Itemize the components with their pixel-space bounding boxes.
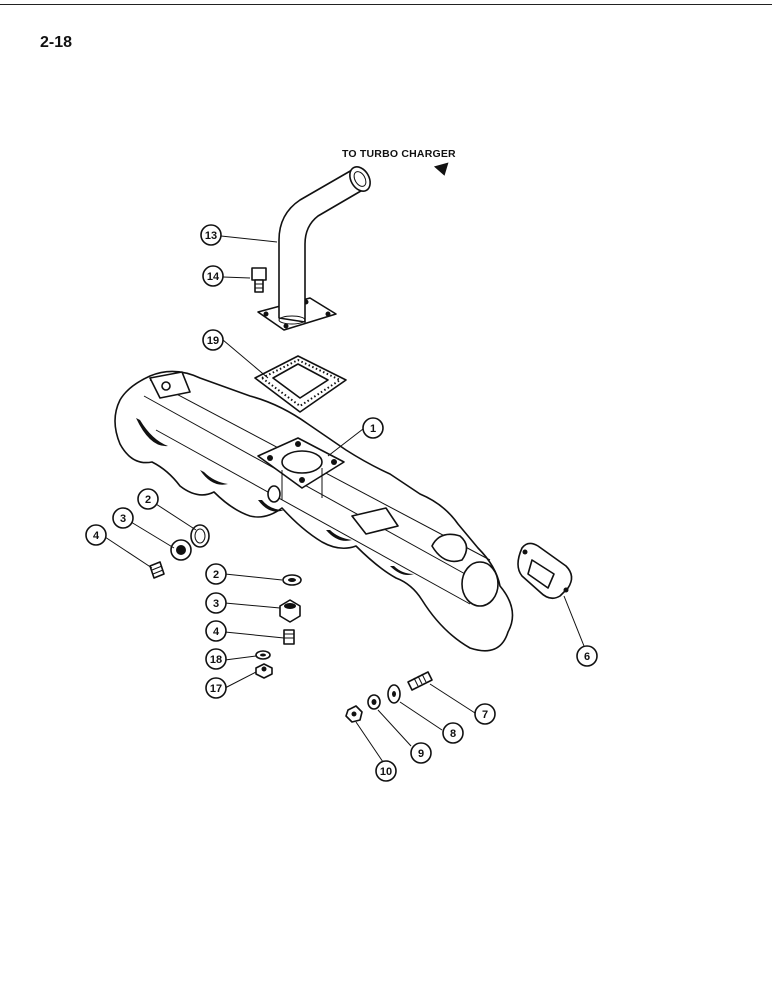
callout-10: 10 [375,760,397,782]
page-number: 2-18 [40,34,73,51]
callout-2-upper: 2 [137,488,159,510]
svg-text:9: 9 [418,748,424,760]
svg-text:14: 14 [207,271,220,283]
hex-nut-10 [345,705,363,723]
svg-text:10: 10 [380,766,392,778]
callout-4-lower: 4 [205,620,227,642]
flat-washer [387,684,401,704]
svg-text:17: 17 [210,683,222,695]
svg-text:2: 2 [145,494,151,506]
callout-19: 19 [202,329,224,351]
svg-text:18: 18 [210,654,222,666]
svg-text:13: 13 [205,230,217,242]
callout-8: 8 [442,722,464,744]
svg-text:7: 7 [482,709,488,721]
callout-13: 13 [200,224,222,246]
hex-nut-17 [255,663,273,679]
lock-washer [255,650,271,660]
exhaust-elbow-pipe [257,166,371,331]
turbo-charger-label: TO TURBO CHARGER [342,148,456,160]
plug-upper [170,539,192,561]
sealing-washer-upper [190,524,210,548]
svg-text:6: 6 [584,651,590,663]
svg-text:3: 3 [213,598,219,610]
turbo-direction-arrow [433,162,449,176]
exhaust-manifold [114,370,514,652]
fitting-upper [149,561,165,579]
stud [407,671,433,691]
callout-6: 6 [576,645,598,667]
svg-text:2: 2 [213,569,219,581]
callout-3-lower: 3 [205,592,227,614]
callout-2-lower: 2 [205,563,227,585]
callout-14: 14 [202,265,224,287]
callout-9: 9 [410,742,432,764]
callout-7: 7 [474,703,496,725]
svg-text:4: 4 [213,626,220,638]
svg-text:4: 4 [93,530,100,542]
svg-text:1: 1 [370,423,376,435]
leader-lines [104,235,585,763]
sealing-washer-lower [282,574,302,586]
fitting-lower [283,629,295,645]
flange-gasket [254,355,347,413]
manifold-gasket [517,542,573,600]
plug-lower [279,599,301,623]
svg-text:19: 19 [207,335,219,347]
top-rule [0,4,772,5]
callout-1: 1 [362,417,384,439]
split-lock-washer [367,694,381,710]
callout-4-upper: 4 [85,524,107,546]
flange-bolt [251,267,267,293]
svg-text:8: 8 [450,728,456,740]
callout-3-upper: 3 [112,507,134,529]
callout-18: 18 [205,648,227,670]
svg-text:3: 3 [120,513,126,525]
callout-17: 17 [205,677,227,699]
